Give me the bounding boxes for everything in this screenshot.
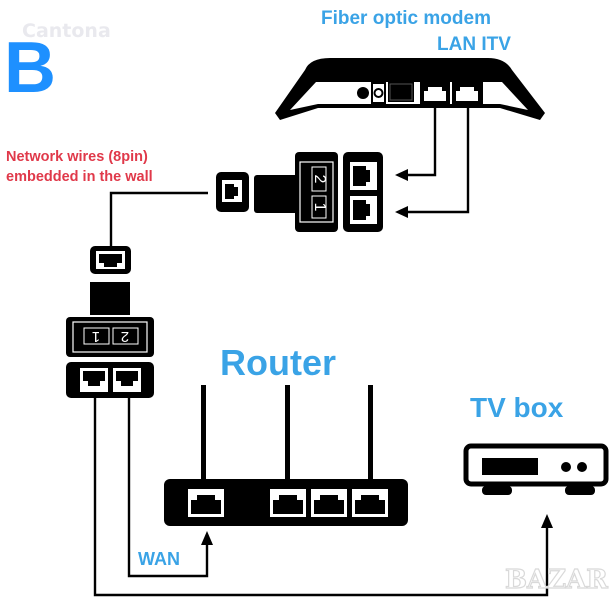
antenna bbox=[368, 385, 373, 481]
router-lan-port-1 bbox=[270, 489, 306, 517]
router-lan-port-3 bbox=[352, 489, 388, 517]
modem-title: Fiber optic modem bbox=[321, 8, 491, 29]
splitter-top-port-1 bbox=[350, 162, 377, 190]
splitter-left-port-number: 2 bbox=[121, 328, 129, 345]
modem-lan-port-1 bbox=[420, 82, 450, 104]
splitter-top-port-number: 1 bbox=[311, 203, 328, 212]
router-label: Router bbox=[220, 342, 336, 383]
splitter-left-port-number: 1 bbox=[92, 328, 100, 345]
antenna bbox=[285, 385, 290, 481]
dc-jack-icon bbox=[371, 82, 386, 104]
fiber-modem bbox=[275, 58, 545, 120]
watermark-bazar: BAZAR bbox=[505, 565, 608, 595]
badge-letter: B bbox=[4, 28, 56, 108]
antenna bbox=[201, 385, 206, 481]
wire-to-router-wan bbox=[127, 398, 209, 578]
modem-lan-port-2 bbox=[452, 82, 483, 104]
router-wan-port bbox=[188, 489, 224, 517]
wire-modem-lan1 bbox=[400, 108, 437, 177]
modem-subtitle: LAN ITV bbox=[437, 34, 511, 55]
wire-wall bbox=[109, 191, 208, 246]
splitter-top-port-2 bbox=[350, 196, 377, 224]
arrow-icon bbox=[395, 169, 408, 181]
splitter-top-port-number: 2 bbox=[311, 175, 328, 184]
wire-modem-lan2 bbox=[400, 108, 470, 214]
arrow-icon bbox=[541, 514, 553, 528]
splitter-left: 1 2 bbox=[66, 246, 154, 398]
splitter-left-port-2 bbox=[113, 368, 141, 392]
splitter-top: 2 1 bbox=[216, 152, 383, 232]
router-lan-port-2 bbox=[311, 489, 347, 517]
watermark-cantona: Cantona bbox=[22, 20, 111, 42]
wall-wires-label-line2: embedded in the wall bbox=[6, 169, 153, 185]
wire-to-tv-box bbox=[93, 398, 549, 597]
splitter-left-port-1 bbox=[80, 368, 108, 392]
tv-box-display bbox=[482, 458, 538, 475]
modem-port-fiber bbox=[388, 82, 414, 102]
tv-box-label: TV box bbox=[470, 392, 564, 423]
arrow-icon bbox=[395, 206, 408, 218]
wan-label: WAN bbox=[138, 549, 180, 569]
tv-box bbox=[463, 443, 609, 495]
power-button-icon bbox=[357, 87, 369, 99]
arrow-icon bbox=[201, 531, 213, 545]
wall-wires-label-line1: Network wires (8pin) bbox=[6, 149, 148, 165]
router bbox=[164, 385, 408, 526]
